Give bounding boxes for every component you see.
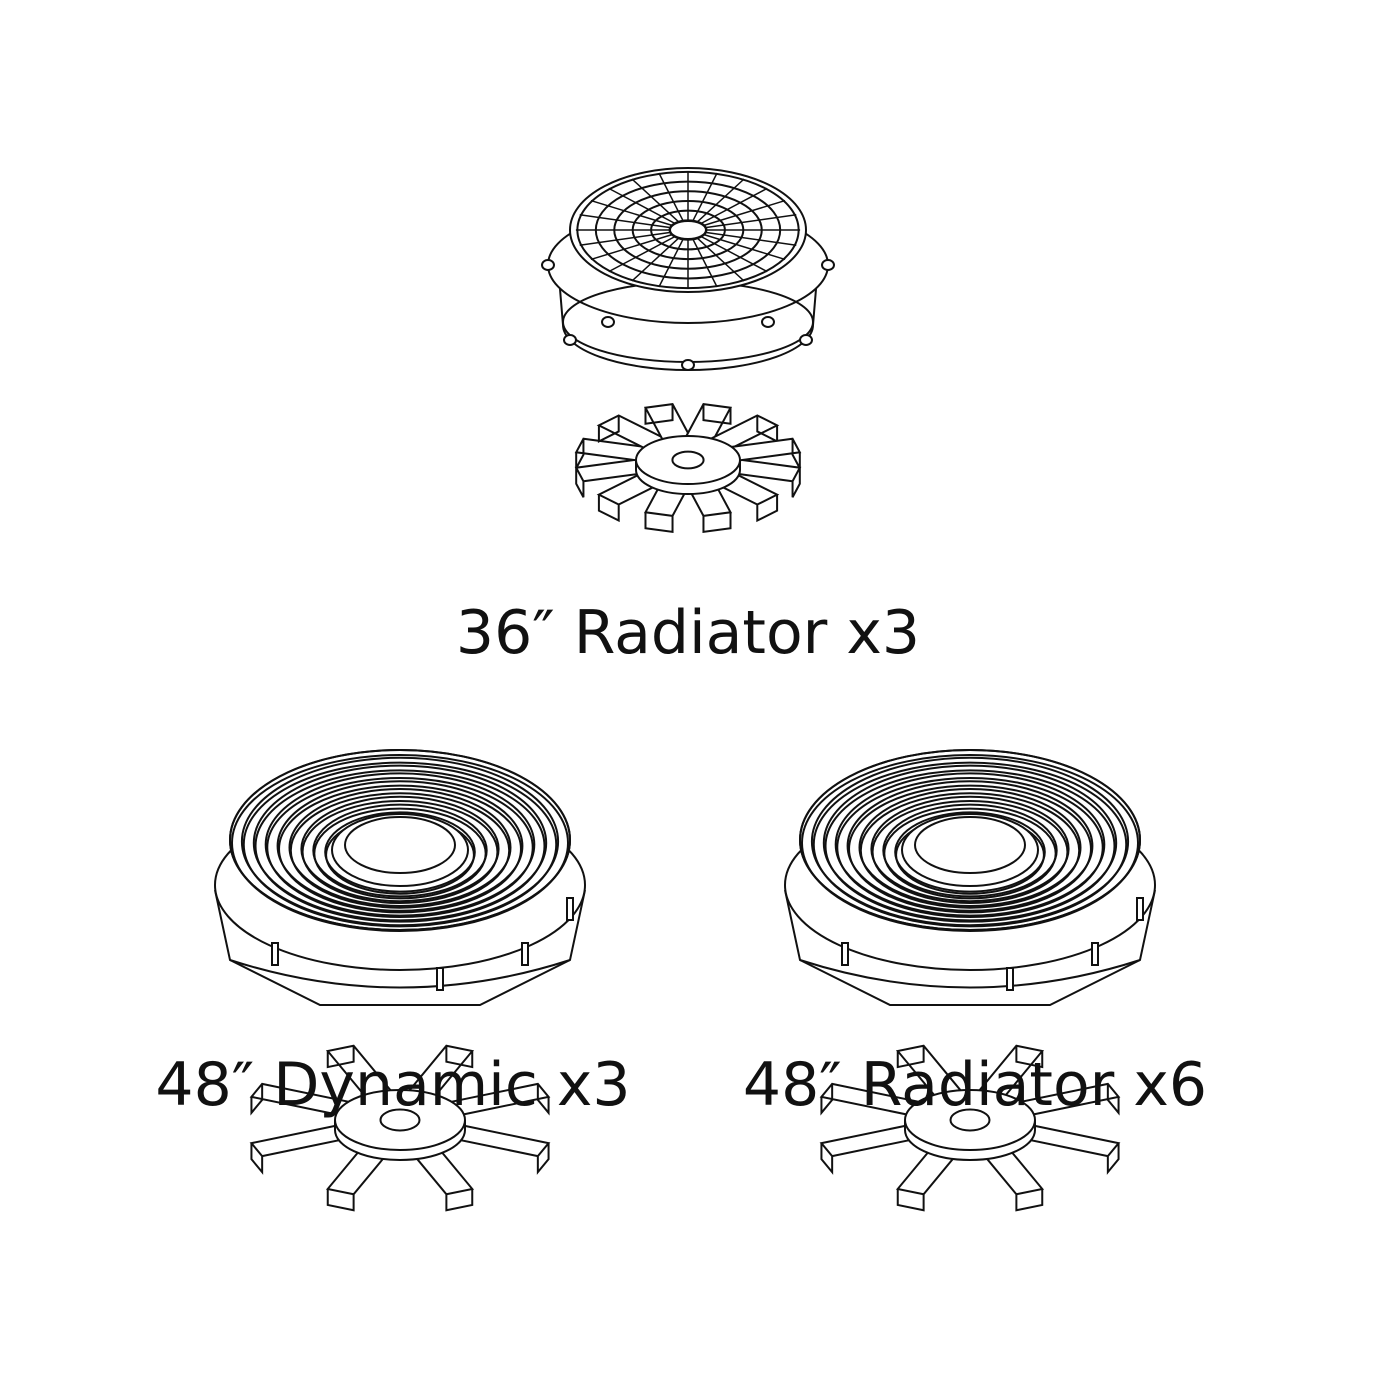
grille-spoke	[703, 199, 786, 227]
grille-ring	[242, 761, 558, 928]
grille-center	[669, 220, 707, 240]
grille-ring	[254, 769, 546, 923]
grille-ring	[870, 795, 1070, 903]
grille-ring	[266, 776, 534, 919]
bolt	[563, 334, 577, 346]
grille-ring	[859, 792, 1081, 909]
grille-ring	[300, 795, 500, 903]
label-36-radiator: 36″ Radiator x3	[455, 598, 921, 668]
grille-ring	[858, 788, 1082, 907]
grille-spoke	[705, 214, 797, 229]
clip-tab	[841, 942, 849, 966]
clip-tab	[1006, 967, 1014, 991]
grille-ring	[871, 799, 1069, 905]
grille-ring	[312, 803, 488, 898]
grille-ring	[252, 764, 548, 922]
grille-ring	[288, 788, 512, 907]
dynamic-48	[214, 749, 586, 1006]
grille-ring	[824, 769, 1116, 923]
bolt	[541, 259, 555, 271]
grille-spoke	[608, 187, 676, 225]
grille-hub	[914, 816, 1026, 874]
grille-ring	[264, 772, 536, 917]
grille-ring	[882, 803, 1058, 898]
fan-8-blade	[819, 1044, 1121, 1212]
grille-spoke	[705, 231, 797, 246]
fan-hub-hole	[379, 1108, 421, 1132]
grille-ring	[801, 754, 1139, 932]
fan-12-blade	[574, 403, 802, 534]
grille-hub	[344, 816, 456, 874]
clip-tab	[1091, 942, 1099, 966]
fan-hub	[334, 1089, 466, 1151]
radiator-base-edge	[799, 959, 1141, 989]
grille-ring	[846, 780, 1094, 912]
grille-spoke	[590, 199, 673, 227]
grille-spoke	[631, 237, 680, 282]
clip-tab	[271, 942, 279, 966]
radiator-48	[784, 749, 1156, 1006]
clip-tab	[436, 967, 444, 991]
radiator-base-edge	[229, 959, 571, 989]
grille-spoke	[691, 238, 718, 288]
fan-8-blade	[249, 1044, 551, 1212]
grille-spoke	[696, 178, 745, 223]
clip-tab	[1136, 897, 1144, 921]
grille-spoke	[700, 187, 768, 225]
fan-hub	[635, 435, 741, 485]
fan-hub-hole	[949, 1108, 991, 1132]
grille-ring	[822, 764, 1118, 922]
grille-ring	[810, 756, 1130, 927]
grille-spoke	[590, 233, 673, 261]
grille-spoke	[700, 235, 768, 273]
grille-ring	[313, 807, 487, 900]
grille-spoke	[631, 178, 680, 223]
grille-ring	[324, 811, 476, 893]
grille-ring	[836, 776, 1104, 919]
clip-tab	[566, 897, 574, 921]
label-48-dynamic: 48″ Dynamic x3	[155, 1050, 631, 1120]
bolt	[761, 316, 775, 328]
grille-spoke	[691, 172, 718, 222]
bolt	[601, 316, 615, 328]
fan-hub	[904, 1089, 1036, 1151]
clip-tab	[521, 942, 529, 966]
grille-spoke	[658, 238, 685, 288]
grille-spoke	[579, 214, 671, 229]
grille-ring	[231, 754, 569, 932]
grille-ring	[240, 756, 560, 927]
bolt	[681, 359, 695, 371]
bolt	[821, 259, 835, 271]
grille-ring	[301, 799, 499, 905]
fan-hub-hole	[671, 450, 705, 470]
grille-ring	[812, 761, 1128, 928]
grille-ring	[278, 784, 522, 914]
radiator-36	[541, 167, 835, 371]
bolt	[799, 334, 813, 346]
grille-spoke	[703, 233, 786, 261]
grille-ring	[276, 780, 524, 912]
grille-spoke	[696, 237, 745, 282]
grille-spoke	[658, 172, 685, 222]
grille-spoke	[579, 231, 671, 246]
grille-ring	[289, 792, 511, 909]
grille-ring	[883, 807, 1057, 900]
grille-ring	[848, 784, 1092, 914]
grille-ring	[834, 772, 1106, 917]
grille-spoke	[608, 235, 676, 273]
grille-ring	[894, 811, 1046, 893]
label-48-radiator: 48″ Radiator x6	[742, 1050, 1208, 1120]
